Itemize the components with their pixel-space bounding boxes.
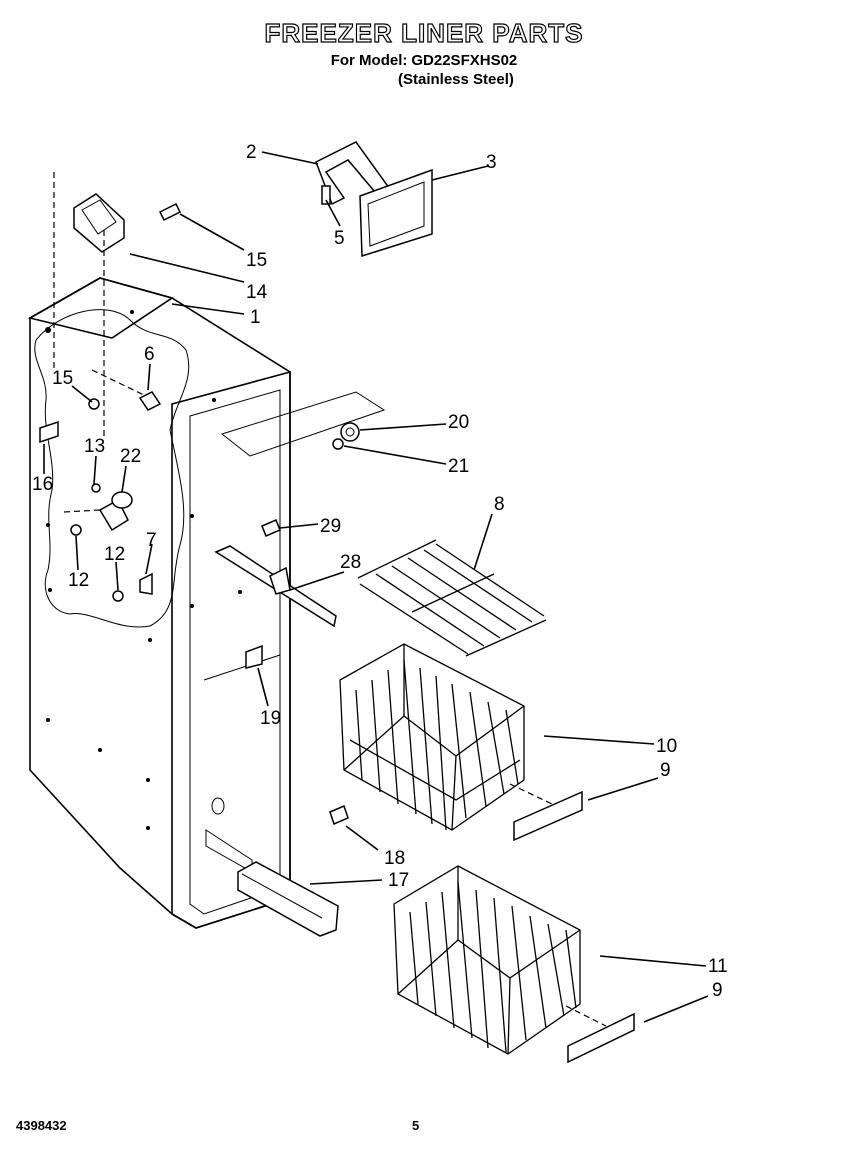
- switch-part: [245, 644, 263, 669]
- callout-6: 6: [144, 344, 155, 365]
- callout-15a: 15: [246, 250, 267, 271]
- upper-bracket-part: [315, 141, 433, 258]
- callout-13: 13: [84, 436, 105, 457]
- callout-12a: 12: [68, 570, 89, 591]
- upper-basket: [339, 643, 583, 842]
- page-title: FREEZER LINER PARTS: [264, 17, 584, 48]
- lower-basket: [393, 865, 635, 1064]
- model-line: For Model:GD22SFXHS02: [0, 52, 848, 70]
- page-number: 5: [412, 1118, 420, 1133]
- light-socket-part: [220, 391, 386, 457]
- callout-15b: 15: [52, 368, 73, 389]
- callout-labels: 1 2 3 5 6 7 8 9 9 10 11 12 12 13 14 15 1…: [32, 142, 728, 1001]
- callout-17: 17: [388, 870, 409, 891]
- callout-18: 18: [384, 848, 405, 869]
- bottom-trim-part: [237, 804, 349, 937]
- callout-2: 2: [246, 142, 257, 163]
- callout-14: 14: [246, 282, 268, 303]
- callout-3: 3: [486, 152, 497, 173]
- callout-7: 7: [146, 530, 157, 551]
- callout-10: 10: [656, 736, 677, 757]
- callout-9a: 9: [660, 760, 671, 781]
- wire-shelf: [357, 539, 547, 657]
- callout-9b: 9: [712, 980, 723, 1001]
- model-label: For Model:: [330, 52, 408, 69]
- model-number: GD22SFXHS02: [411, 52, 518, 69]
- shelf-support-part: [214, 519, 337, 628]
- callout-8: 8: [494, 494, 505, 515]
- model-finish: (Stainless Steel): [398, 71, 514, 88]
- callout-12b: 12: [104, 544, 125, 565]
- freezer-liner: [27, 277, 291, 929]
- liner-bracket-part: [53, 172, 182, 440]
- callout-19: 19: [260, 708, 281, 729]
- leader-lines: [43, 151, 709, 1023]
- callout-29: 29: [320, 516, 341, 537]
- callout-16: 16: [32, 474, 53, 495]
- callout-28: 28: [340, 552, 361, 573]
- callout-5: 5: [334, 228, 345, 249]
- callout-22: 22: [120, 446, 141, 467]
- callout-1: 1: [250, 307, 261, 328]
- callout-20: 20: [448, 412, 469, 433]
- control-parts: [39, 369, 162, 602]
- document-number: 4398432: [16, 1118, 67, 1133]
- callout-21: 21: [448, 456, 469, 477]
- callout-11: 11: [708, 956, 728, 977]
